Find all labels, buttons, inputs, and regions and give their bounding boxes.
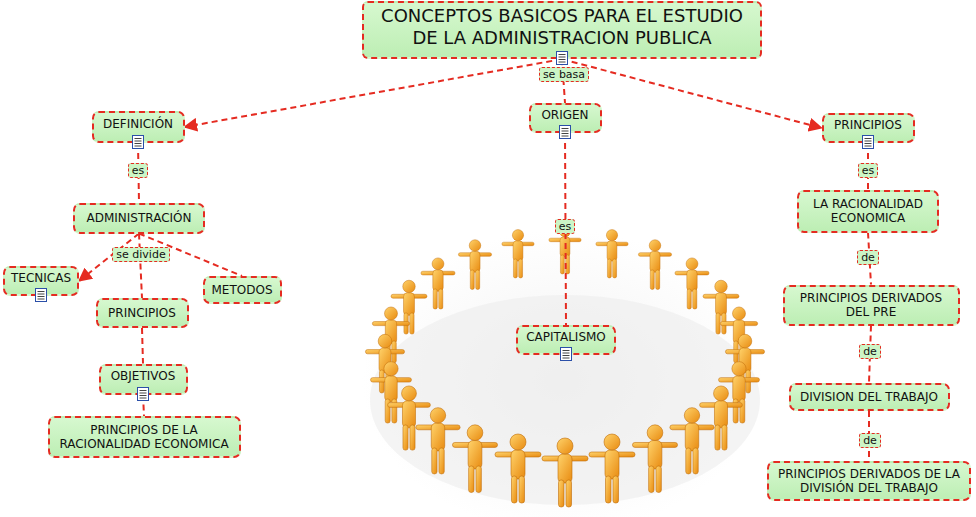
concept-box: PRINCIPIOS DERIVADOS DEL PRE [783, 285, 960, 326]
node-text: CAPITALISMO [526, 330, 606, 344]
concept-box: ADMINISTRACIÓN [73, 203, 205, 234]
node-text: PRINCIPIOS [108, 306, 176, 320]
concept-box: OBJETIVOS [99, 364, 188, 395]
concept-box: PRINCIPIOS DERIVADOS DE LA DIVISIÓN DEL … [767, 461, 971, 501]
document-icon [137, 387, 149, 401]
edge-label: de [857, 250, 879, 265]
node-text: CONCEPTOS BASICOS PARA EL ESTUDIO DE LA … [374, 5, 750, 48]
edge-label: es [555, 219, 576, 234]
concept-box: PRINCIPIOS [822, 113, 915, 143]
dashed-connector [139, 234, 142, 299]
document-icon [559, 125, 571, 139]
concept-box: TECNICAS [3, 266, 79, 296]
node-text: PRINCIPIOS DE LA RACIONALIDAD ECONOMICA [56, 423, 233, 452]
concept-box: DEFINICIÓN [92, 111, 185, 143]
edge-label: es [858, 163, 879, 178]
node-text: DEFINICIÓN [103, 117, 173, 131]
node-text: ADMINISTRACIÓN [87, 211, 192, 225]
concept-box: ORIGEN [529, 103, 602, 133]
dashed-connector [142, 328, 143, 364]
edge-label: se divide [112, 247, 169, 262]
concept-box: PRINCIPIOS [96, 298, 189, 328]
node-text: PRINCIPIOS DERIVADOS DE LA DIVISIÓN DEL … [775, 467, 963, 496]
edge-label: de [859, 433, 881, 448]
document-icon [556, 51, 568, 65]
node-text: METODOS [211, 283, 272, 297]
document-icon [132, 135, 144, 149]
dashed-connector [185, 59, 563, 127]
edge-label: es [128, 163, 149, 178]
concept-box: METODOS [203, 276, 282, 304]
concept-box: DIVISION DEL TRABAJO [789, 383, 950, 411]
title-box: CONCEPTOS BASICOS PARA EL ESTUDIO DE LA … [362, 1, 762, 59]
document-icon [560, 347, 572, 361]
edge-label: se basa [539, 67, 589, 82]
node-text: DIVISION DEL TRABAJO [800, 390, 938, 404]
document-icon [35, 288, 47, 302]
node-text: OBJETIVOS [111, 369, 176, 383]
edge-label: de [859, 344, 881, 359]
concept-box: LA RACIONALIDAD ECONOMICA [797, 190, 939, 233]
node-text: ORIGEN [541, 108, 588, 122]
illustration-ground [362, 215, 762, 517]
concept-box: PRINCIPIOS DE LA RACIONALIDAD ECONOMICA [48, 416, 241, 458]
node-text: PRINCIPIOS DERIVADOS DEL PRE [791, 291, 952, 320]
document-icon [862, 135, 874, 149]
node-text: TECNICAS [11, 271, 71, 285]
node-text: PRINCIPIOS [834, 118, 902, 132]
node-text: LA RACIONALIDAD ECONOMICA [805, 197, 931, 226]
concept-box: CAPITALISMO [516, 325, 616, 355]
